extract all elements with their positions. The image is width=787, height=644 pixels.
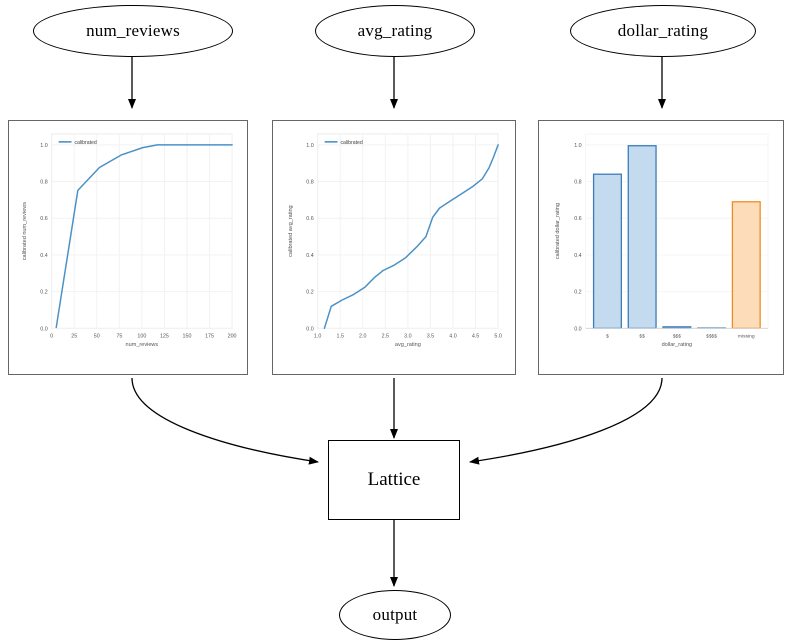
chart-legend: calibrated [58, 140, 97, 146]
bars [592, 145, 761, 329]
svg-text:0.8: 0.8 [574, 180, 581, 186]
svg-text:missing: missing [738, 333, 755, 339]
calibrator-plot-avg-rating[interactable]: 0.0 0.2 0.4 0.6 0.8 1.0 1.0 1.5 2.0 2.5 … [272, 120, 516, 375]
svg-text:150: 150 [183, 333, 192, 339]
chart-legend: calibrated [324, 140, 363, 146]
svg-text:0: 0 [50, 333, 53, 339]
svg-text:1.0: 1.0 [314, 333, 321, 339]
y-tick-labels: 0.0 0.2 0.4 0.6 0.8 1.0 [40, 143, 47, 332]
x-axis-title: avg_rating [395, 342, 421, 348]
svg-text:1.0: 1.0 [574, 143, 581, 149]
svg-text:3.0: 3.0 [404, 333, 411, 339]
svg-text:50: 50 [94, 333, 100, 339]
gridlines-x [317, 133, 499, 329]
gridlines-x [51, 133, 233, 329]
bar-missing [731, 201, 761, 329]
svg-text:2.5: 2.5 [382, 333, 389, 339]
node-num-reviews[interactable]: num_reviews [33, 5, 233, 57]
x-tick-labels: $ $$ $$$ $$$$ missing [606, 333, 755, 339]
svg-text:0.0: 0.0 [40, 326, 47, 332]
svg-text:0.6: 0.6 [40, 216, 47, 222]
svg-text:75: 75 [116, 333, 122, 339]
svg-text:0.2: 0.2 [574, 290, 581, 296]
x-axis-title: num_reviews [126, 342, 159, 348]
x-tick-labels: 1.0 1.5 2.0 2.5 3.0 3.5 4.0 4.5 5.0 [314, 333, 502, 339]
svg-text:$$: $$ [639, 333, 645, 339]
svg-text:0.8: 0.8 [40, 180, 47, 186]
svg-text:1.0: 1.0 [40, 143, 47, 149]
svg-text:calibrated: calibrated [74, 140, 96, 146]
svg-text:0.6: 0.6 [574, 216, 581, 222]
svg-text:calibrated: calibrated [340, 140, 362, 146]
calibrator-plot-dollar-rating[interactable]: 0.0 0.2 0.4 0.6 0.8 1.0 [538, 120, 784, 375]
svg-text:0.2: 0.2 [306, 290, 313, 296]
svg-text:0.6: 0.6 [306, 216, 313, 222]
plot-inner: 0.0 0.2 0.4 0.6 0.8 1.0 1.0 1.5 2.0 2.5 … [278, 126, 510, 369]
node-label: avg_rating [357, 21, 433, 40]
plot-inner: 0.0 0.2 0.4 0.6 0.8 1.0 [544, 126, 778, 369]
series-calibrated [55, 144, 233, 329]
bar-dollar-2 [627, 145, 657, 329]
svg-text:3.5: 3.5 [427, 333, 434, 339]
svg-text:1.0: 1.0 [306, 143, 313, 149]
x-tick-labels: 0 25 50 75 100 125 150 175 200 [50, 333, 236, 339]
svg-text:$: $ [606, 333, 609, 339]
y-axis-title: calibrated num_reviews [22, 202, 28, 261]
x-axis-title: dollar_rating [662, 342, 693, 348]
svg-text:$$$$: $$$$ [706, 333, 717, 339]
svg-text:0.2: 0.2 [40, 290, 47, 296]
svg-text:100: 100 [137, 333, 146, 339]
svg-text:0.8: 0.8 [306, 180, 313, 186]
calibrator-plot-num-reviews[interactable]: 0.0 0.2 0.4 0.6 0.8 1.0 0 25 50 75 100 1… [8, 120, 248, 375]
y-axis-title: calibrated dollar_rating [555, 203, 561, 259]
edge-plot3-to-lattice [469, 377, 663, 465]
svg-text:1.5: 1.5 [336, 333, 343, 339]
svg-text:4.5: 4.5 [472, 333, 479, 339]
svg-text:175: 175 [205, 333, 214, 339]
svg-text:0.4: 0.4 [574, 253, 581, 259]
node-avg-rating[interactable]: avg_rating [315, 5, 475, 57]
bar-chart-dollar-rating: 0.0 0.2 0.4 0.6 0.8 1.0 [555, 133, 769, 348]
svg-text:0.4: 0.4 [40, 253, 47, 259]
y-tick-labels: 0.0 0.2 0.4 0.6 0.8 1.0 [306, 143, 313, 332]
svg-text:25: 25 [71, 333, 77, 339]
svg-text:0.4: 0.4 [306, 253, 313, 259]
svg-text:125: 125 [160, 333, 169, 339]
svg-text:0.0: 0.0 [574, 326, 581, 332]
svg-text:$$$: $$$ [673, 333, 681, 339]
edge-plot1-to-lattice [131, 377, 319, 465]
y-tick-labels: 0.0 0.2 0.4 0.6 0.8 1.0 [574, 143, 581, 332]
node-output[interactable]: output [339, 590, 451, 640]
svg-text:5.0: 5.0 [494, 333, 501, 339]
bar-dollar-1 [592, 173, 622, 329]
line-chart-num-reviews: 0.0 0.2 0.4 0.6 0.8 1.0 0 25 50 75 100 1… [22, 133, 237, 348]
svg-text:4.0: 4.0 [449, 333, 456, 339]
node-lattice[interactable]: Lattice [328, 440, 460, 520]
series-calibrated [323, 144, 499, 330]
node-dollar-rating[interactable]: dollar_rating [570, 5, 756, 57]
y-axis-title: calibrated avg_rating [288, 205, 294, 257]
svg-text:0.0: 0.0 [306, 326, 313, 332]
plot-inner: 0.0 0.2 0.4 0.6 0.8 1.0 0 25 50 75 100 1… [14, 126, 242, 369]
node-label: Lattice [367, 469, 421, 490]
svg-text:200: 200 [228, 333, 237, 339]
line-chart-avg-rating: 0.0 0.2 0.4 0.6 0.8 1.0 1.0 1.5 2.0 2.5 … [288, 133, 502, 348]
node-label: num_reviews [86, 21, 180, 40]
node-label: dollar_rating [617, 21, 709, 40]
node-label: output [372, 605, 418, 624]
svg-text:2.0: 2.0 [359, 333, 366, 339]
